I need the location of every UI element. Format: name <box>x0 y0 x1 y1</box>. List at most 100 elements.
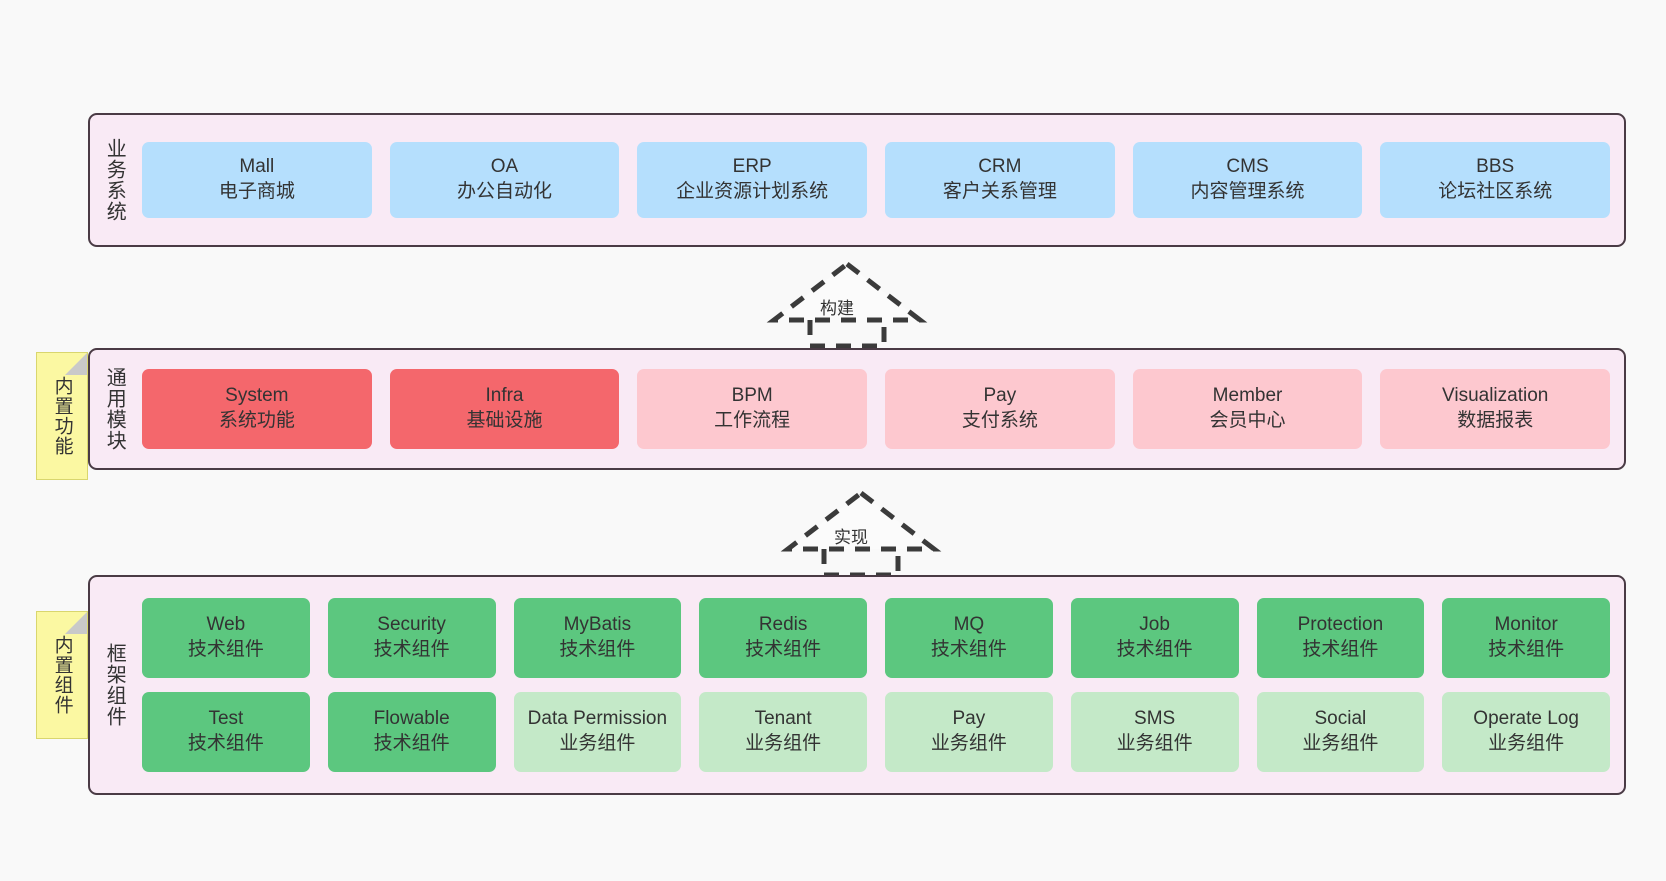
node-row: System 系统功能 Infra 基础设施 BPM 工作流程 Pay 支付系统… <box>142 369 1611 449</box>
generalization-triangle-icon <box>766 260 928 323</box>
node-subtitle: 企业资源计划系统 <box>676 181 829 202</box>
node-bbs[interactable]: BBS 论坛社区系统 <box>1380 142 1611 218</box>
node-subtitle: 技术组件 <box>930 639 1007 660</box>
node-subtitle: 基础设施 <box>466 410 543 431</box>
node-subtitle: 系统功能 <box>218 410 295 431</box>
layer-business-systems: 业务系统 Mall 电子商城 OA 办公自动化 ERP 企业资源计划系统 CRM… <box>88 113 1626 247</box>
node-web[interactable]: Web 技术组件 <box>142 598 310 678</box>
node-row: Web 技术组件 Security 技术组件 MyBatis 技术组件 Redi… <box>142 598 1610 678</box>
node-oa[interactable]: OA 办公自动化 <box>389 142 620 218</box>
node-monitor[interactable]: Monitor 技术组件 <box>1442 598 1610 678</box>
connector-stem-icon <box>807 320 887 349</box>
node-subtitle: 业务组件 <box>1116 733 1193 754</box>
node-subtitle: 技术组件 <box>187 733 264 754</box>
node-name: OA <box>490 156 519 178</box>
node-tenant[interactable]: Tenant 业务组件 <box>699 692 867 772</box>
node-mall[interactable]: Mall 电子商城 <box>142 142 372 218</box>
node-flowable[interactable]: Flowable 技术组件 <box>327 692 496 772</box>
note-text: 内置组件 <box>51 635 73 715</box>
node-name: BPM <box>731 385 773 407</box>
layer-framework-components: 框架组件 Web 技术组件 Security 技术组件 MyBatis 技术组件… <box>88 575 1626 795</box>
node-name: MQ <box>953 614 985 636</box>
node-name: Protection <box>1297 614 1384 636</box>
layer-body-common: System 系统功能 Infra 基础设施 BPM 工作流程 Pay 支付系统… <box>138 350 1624 468</box>
node-sms[interactable]: SMS 业务组件 <box>1070 692 1239 772</box>
node-redis[interactable]: Redis 技术组件 <box>699 598 867 678</box>
node-protection[interactable]: Protection 技术组件 <box>1256 598 1425 678</box>
connector-implement: 实现 <box>766 487 956 579</box>
node-name: MyBatis <box>563 614 632 636</box>
node-name: Pay <box>983 385 1017 407</box>
node-subtitle: 业务组件 <box>745 733 822 754</box>
note-builtin-function: 内置功能 <box>36 352 88 480</box>
node-infra[interactable]: Infra 基础设施 <box>389 369 620 449</box>
node-subtitle: 技术组件 <box>559 639 636 660</box>
node-mq[interactable]: MQ 技术组件 <box>885 598 1053 678</box>
node-subtitle: 业务组件 <box>1302 733 1379 754</box>
node-name: Test <box>208 708 244 730</box>
node-name: SMS <box>1134 708 1176 730</box>
node-name: Job <box>1139 614 1170 636</box>
node-subtitle: 技术组件 <box>1488 639 1565 660</box>
node-pay-module[interactable]: Pay 支付系统 <box>885 369 1115 449</box>
node-name: Mall <box>239 156 275 178</box>
node-mybatis[interactable]: MyBatis 技术组件 <box>513 598 682 678</box>
node-name: Security <box>377 614 446 636</box>
layer-title-framework: 框架组件 <box>103 643 126 727</box>
node-subtitle: 数据报表 <box>1457 410 1534 431</box>
node-subtitle: 技术组件 <box>745 639 822 660</box>
node-member[interactable]: Member 会员中心 <box>1132 369 1363 449</box>
connector-stem-icon <box>821 549 901 578</box>
node-name: Pay <box>952 708 986 730</box>
node-test[interactable]: Test 技术组件 <box>142 692 310 772</box>
layer-body-framework: Web 技术组件 Security 技术组件 MyBatis 技术组件 Redi… <box>138 577 1624 793</box>
node-name: Web <box>206 614 246 636</box>
node-name: Visualization <box>1442 385 1549 407</box>
layer-title-common: 通用模块 <box>103 367 126 451</box>
node-name: BBS <box>1476 156 1515 178</box>
node-visualization[interactable]: Visualization 数据报表 <box>1380 369 1611 449</box>
node-subtitle: 办公自动化 <box>457 181 553 202</box>
node-name: Infra <box>485 385 524 407</box>
node-name: System <box>225 385 289 407</box>
node-subtitle: 业务组件 <box>1488 733 1565 754</box>
node-name: Operate Log <box>1473 708 1579 730</box>
node-row: Test 技术组件 Flowable 技术组件 Data Permission … <box>142 692 1610 772</box>
node-subtitle: 技术组件 <box>187 639 264 660</box>
node-crm[interactable]: CRM 客户关系管理 <box>885 142 1115 218</box>
node-system[interactable]: System 系统功能 <box>142 369 372 449</box>
connector-implement-label: 实现 <box>834 528 868 547</box>
node-name: ERP <box>732 156 772 178</box>
node-subtitle: 工作流程 <box>714 410 791 431</box>
node-name: Flowable <box>373 708 450 730</box>
node-data-permission[interactable]: Data Permission 业务组件 <box>513 692 682 772</box>
node-subtitle: 技术组件 <box>1302 639 1379 660</box>
layer-title-business: 业务系统 <box>103 138 126 222</box>
node-subtitle: 客户关系管理 <box>942 181 1057 202</box>
note-builtin-component: 内置组件 <box>36 611 88 739</box>
node-subtitle: 业务组件 <box>559 733 636 754</box>
node-name: Monitor <box>1494 614 1558 636</box>
node-security[interactable]: Security 技术组件 <box>327 598 496 678</box>
node-subtitle: 技术组件 <box>373 733 450 754</box>
note-text: 内置功能 <box>51 376 73 456</box>
generalization-triangle-icon <box>780 489 942 552</box>
node-social[interactable]: Social 业务组件 <box>1256 692 1425 772</box>
node-operate-log[interactable]: Operate Log 业务组件 <box>1442 692 1610 772</box>
node-subtitle: 业务组件 <box>930 733 1007 754</box>
layer-common-modules: 通用模块 System 系统功能 Infra 基础设施 BPM 工作流程 Pay… <box>88 348 1626 470</box>
node-row: Mall 电子商城 OA 办公自动化 ERP 企业资源计划系统 CRM 客户关系… <box>142 142 1611 218</box>
node-job[interactable]: Job 技术组件 <box>1070 598 1239 678</box>
node-pay-component[interactable]: Pay 业务组件 <box>885 692 1053 772</box>
node-name: Member <box>1212 385 1283 407</box>
connector-build-label: 构建 <box>820 299 854 318</box>
node-cms[interactable]: CMS 内容管理系统 <box>1132 142 1363 218</box>
node-subtitle: 内容管理系统 <box>1190 181 1305 202</box>
node-name: Redis <box>758 614 808 636</box>
node-subtitle: 会员中心 <box>1209 410 1286 431</box>
node-subtitle: 论坛社区系统 <box>1438 181 1553 202</box>
node-erp[interactable]: ERP 企业资源计划系统 <box>637 142 868 218</box>
node-bpm[interactable]: BPM 工作流程 <box>637 369 868 449</box>
node-subtitle: 电子商城 <box>218 181 295 202</box>
